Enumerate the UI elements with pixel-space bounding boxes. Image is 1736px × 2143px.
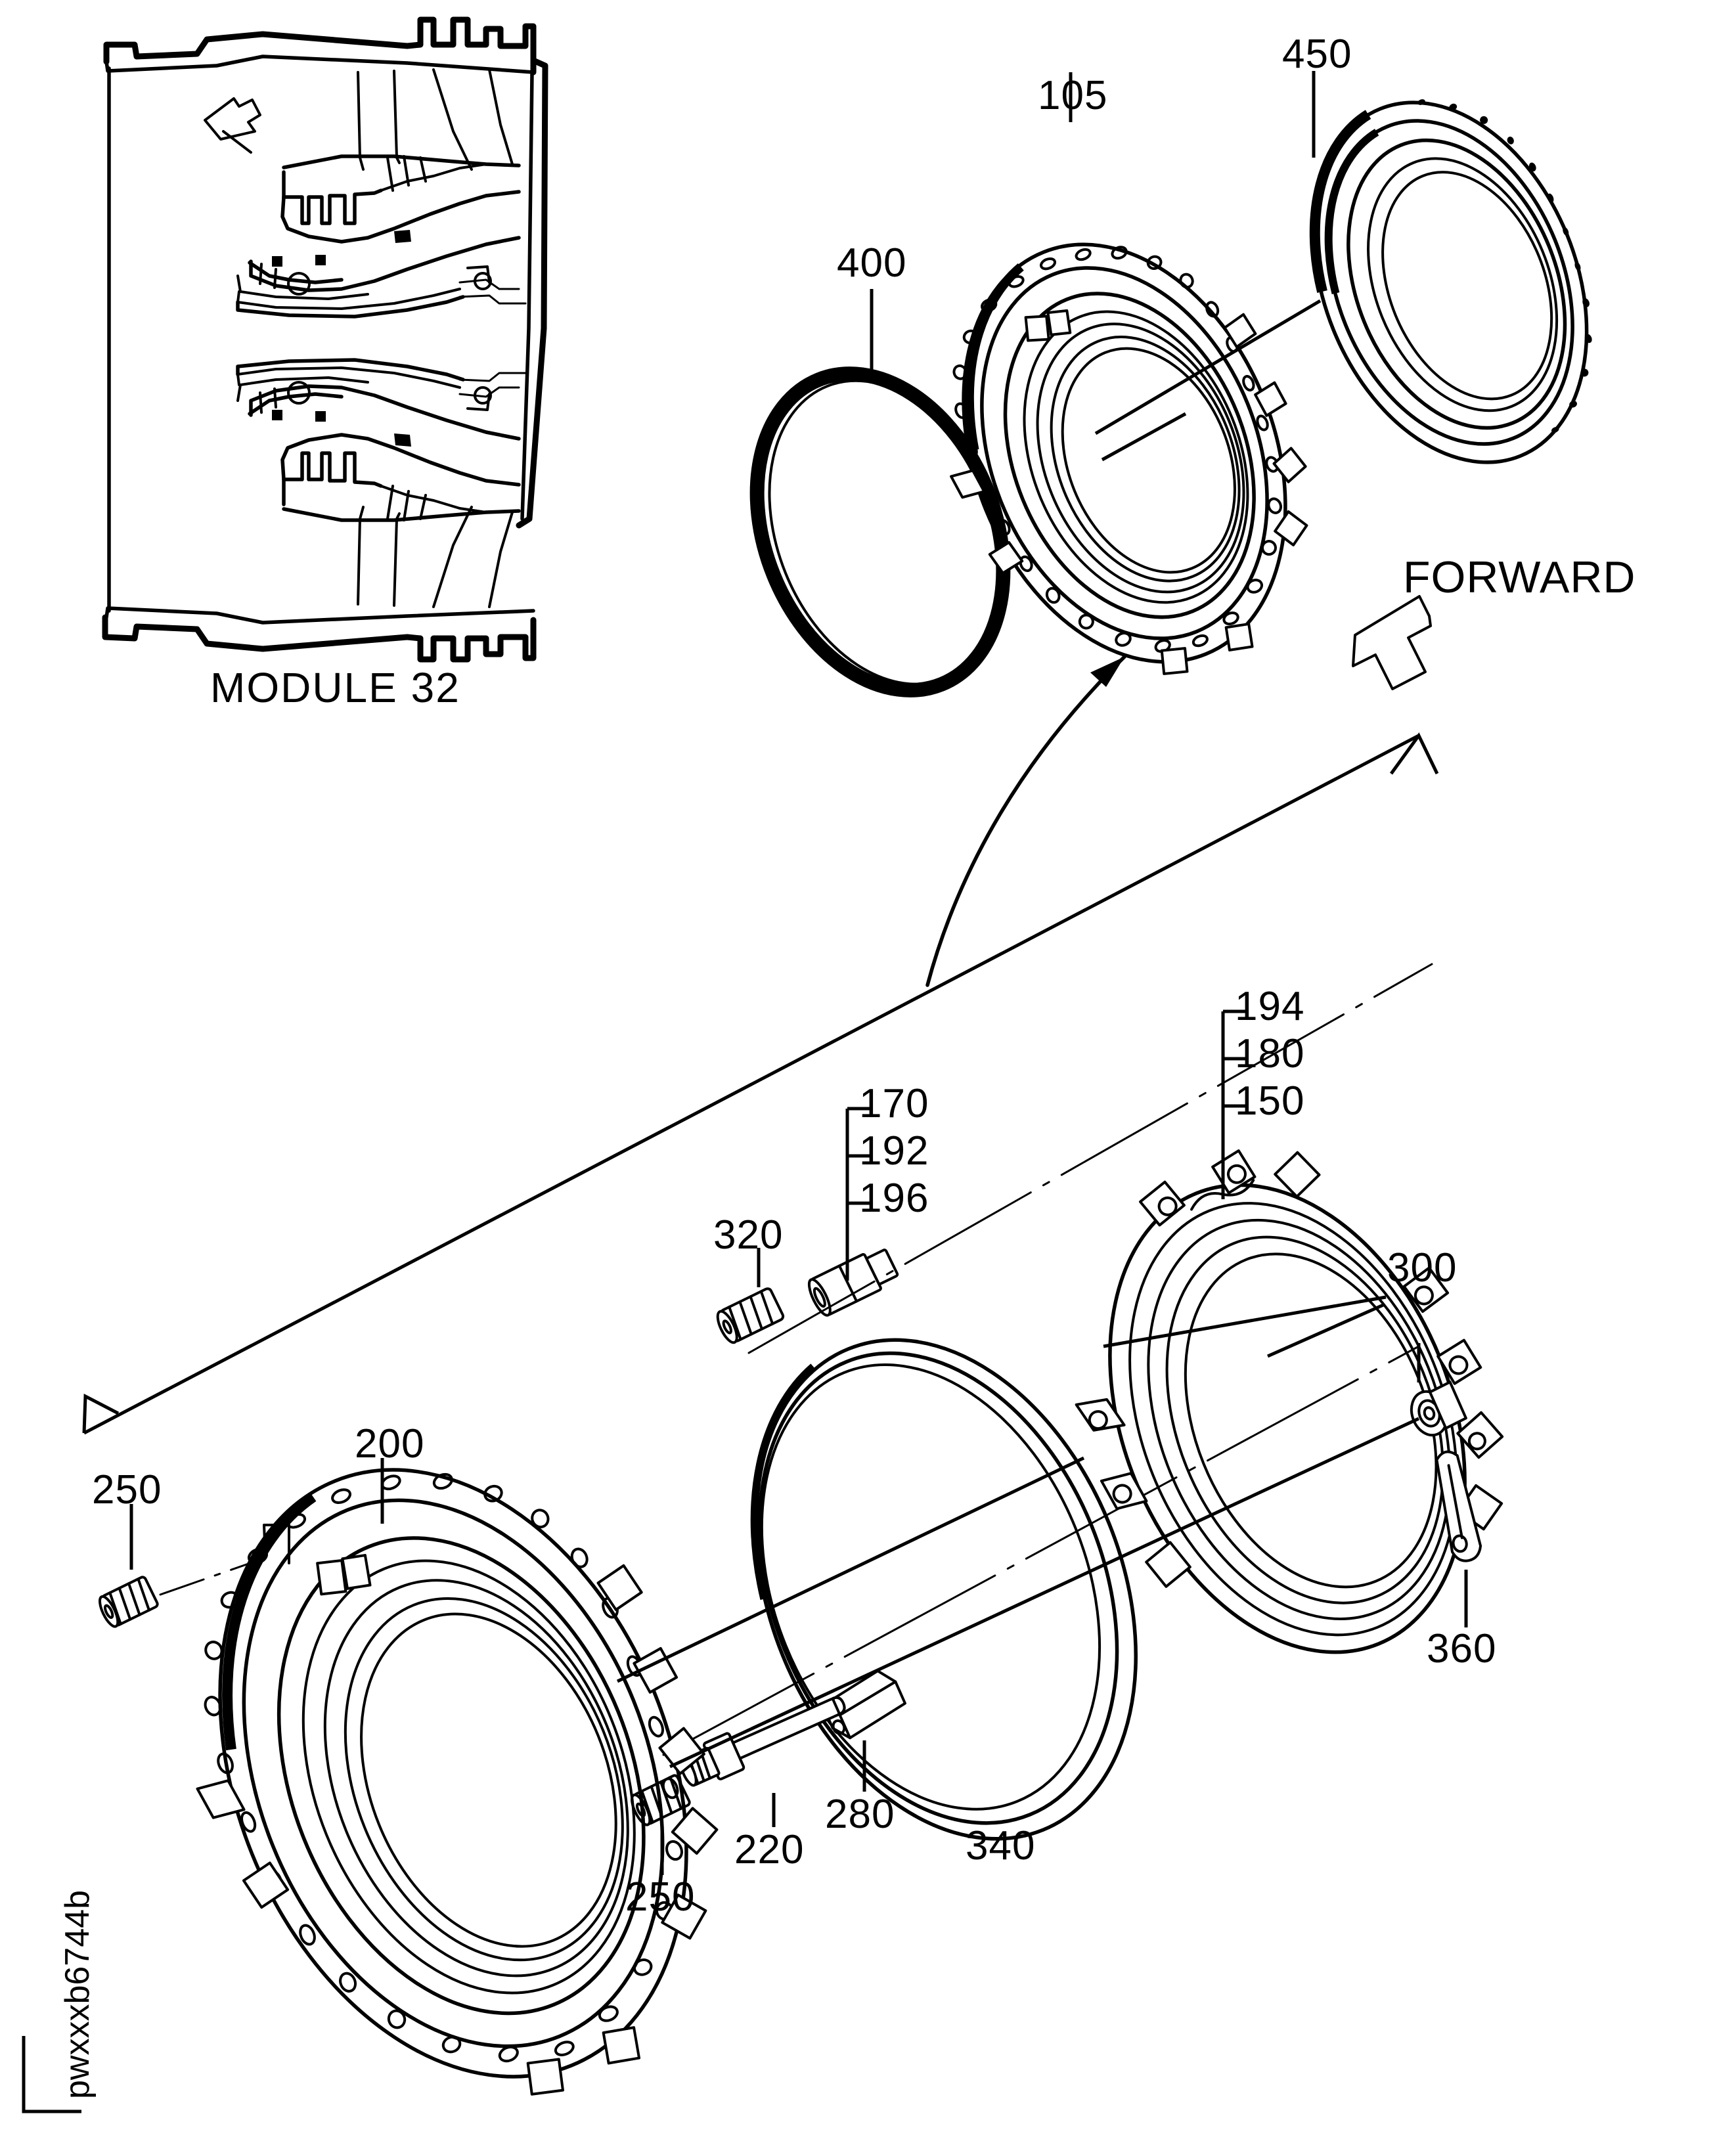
callout-200: 200 [355,1421,425,1467]
callout-250-left: 250 [92,1467,162,1513]
callout-360: 360 [1427,1626,1497,1671]
callout-340: 340 [966,1823,1036,1868]
section-bracket [82,732,1439,1435]
module-32-cross-section [102,16,548,663]
callout-450: 450 [1282,32,1352,77]
callout-280: 280 [825,1792,895,1837]
callout-400: 400 [837,240,907,286]
callout-192: 192 [859,1128,929,1174]
callout-320: 320 [713,1212,784,1258]
callout-180: 180 [1235,1031,1305,1076]
callout-170: 170 [859,1081,929,1126]
callout-300: 300 [1387,1245,1458,1291]
callout-105: 105 [1038,73,1108,118]
module-caption: MODULE 32 [210,664,460,711]
callout-220: 220 [734,1827,805,1872]
drawing-id: pwxxxb6744b [58,1890,97,2099]
lower-subassembly [99,963,1504,2096]
forward-caption: FORWARD [1403,552,1636,602]
forward-subassembly [749,71,1592,987]
drawing-id-bracket [22,2036,81,2113]
callout-150: 150 [1235,1078,1305,1124]
callout-196: 196 [859,1176,929,1221]
callout-250-bottom: 250 [625,1874,696,1920]
callout-194: 194 [1235,984,1305,1029]
